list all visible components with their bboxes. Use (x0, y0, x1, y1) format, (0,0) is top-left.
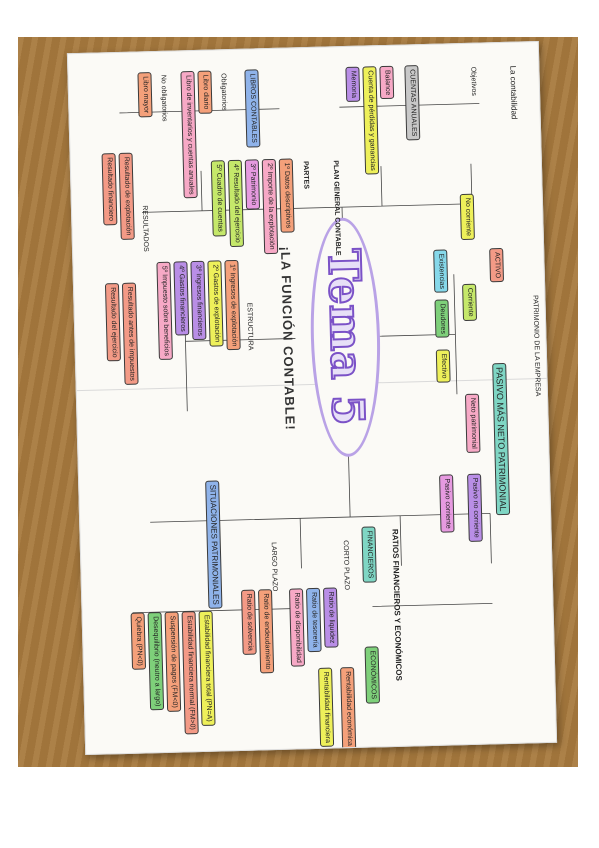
node-diario: Libro diario (197, 70, 213, 114)
node-pasivonc: Pasivo no corriente (467, 473, 483, 542)
poster-title: Tema 5 (307, 216, 384, 458)
node-quiebra: Quiebra (PN<0) (130, 612, 147, 671)
node-corriente: Corriente (462, 283, 478, 321)
node-e1: 1º Ingresos de explotación (224, 259, 241, 351)
node-rentfin: Rentabilidad financiera (318, 667, 335, 748)
node-obligatorios: Obligatorios (219, 73, 228, 111)
node-balance: Balance (379, 65, 395, 100)
node-mayor: Libro mayor (137, 72, 153, 118)
node-estructura: ESTRUCTURA (245, 302, 254, 351)
node-suspension: Suspensión de pagos (FM<0) (164, 611, 182, 712)
node-resultados: RESULTADOS (140, 205, 150, 252)
node-p1: 1º Datos descriptivos (278, 158, 295, 233)
node-deudores: Deudores (434, 299, 450, 339)
node-objetivos: Objetivos (469, 66, 478, 96)
node-r1: Resultado de explotación (118, 152, 135, 240)
node-e3: 3º Ingresos financieros (190, 260, 207, 341)
node-memoria: Memoria (345, 66, 361, 103)
node-r3: Resultado antes de impuestos (121, 282, 139, 386)
node-e4: 4º Gastos financieros (173, 261, 190, 336)
node-desequilibrio: Desequilibrio (neutro a largo) (147, 612, 165, 711)
node-economicos: ECONÓMICOS (364, 646, 381, 704)
node-activo: ACTIVO (489, 247, 505, 283)
node-e2: 2º Gastos de explotación (207, 260, 224, 347)
mind-map-poster: PATRIMONIO DE LA EMPRESA ACTIVO PASIVO M… (66, 40, 558, 756)
node-liquidez: Ratio de liquidez (322, 587, 339, 648)
node-r2: Resultado financiero (101, 153, 118, 226)
node-p4: 4º Resultado del ejercicio (227, 159, 245, 247)
node-r4: Resultado del ejercicio (104, 283, 121, 362)
mind-map: PATRIMONIO DE LA EMPRESA ACTIVO PASIVO M… (68, 42, 556, 754)
node-largoplazo: LARGO PLAZO (269, 541, 279, 592)
node-existencias: Existencias (433, 249, 449, 294)
node-p5: 5º Cuadro de cuentas (210, 160, 227, 237)
node-noobligatorios: No obligatorios (159, 74, 168, 122)
node-estabtotal: Estabilidad financiera total (PN=A) (198, 610, 216, 726)
node-pasivoc: Pasivo corriente (439, 474, 455, 533)
node-cuentas: CUENTAS ANUALES (404, 65, 421, 141)
node-p3: 3º Patrimonio (244, 159, 261, 210)
node-cortoplazo: CORTO PLAZO (341, 540, 351, 591)
node-contabilidad: La contabilidad (508, 65, 519, 120)
node-endeudamiento: Ratio de endeudamiento (257, 589, 275, 674)
node-libros: LIBROS CONTABLES (244, 69, 261, 148)
node-nocorriente: No corriente (459, 193, 475, 241)
photo-background: PATRIMONIO DE LA EMPRESA ACTIVO PASIVO M… (18, 37, 578, 767)
node-disponibilidad: Ratio de disponibilidad (288, 588, 306, 668)
node-p2: 2º Importe de la explotación (261, 158, 279, 254)
node-partes: PARTES (301, 161, 310, 190)
node-efectivo: Efectivo (435, 349, 451, 383)
node-pyg: Cuenta de pérdidas y ganancias (362, 66, 380, 175)
node-solvencia: Ratio de solvencia (240, 589, 257, 656)
node-netopat: Neto patrimonial (464, 393, 481, 453)
node-tesoreria: Ratio de tesorería (305, 587, 322, 652)
node-e5: 5º Impuesto sobre beneficios (156, 261, 173, 361)
title-block: Tema 5 (307, 216, 384, 458)
node-financieros: FINANCIEROS (361, 526, 377, 583)
node-rentabilidad: Rentabilidad económica (340, 666, 357, 751)
